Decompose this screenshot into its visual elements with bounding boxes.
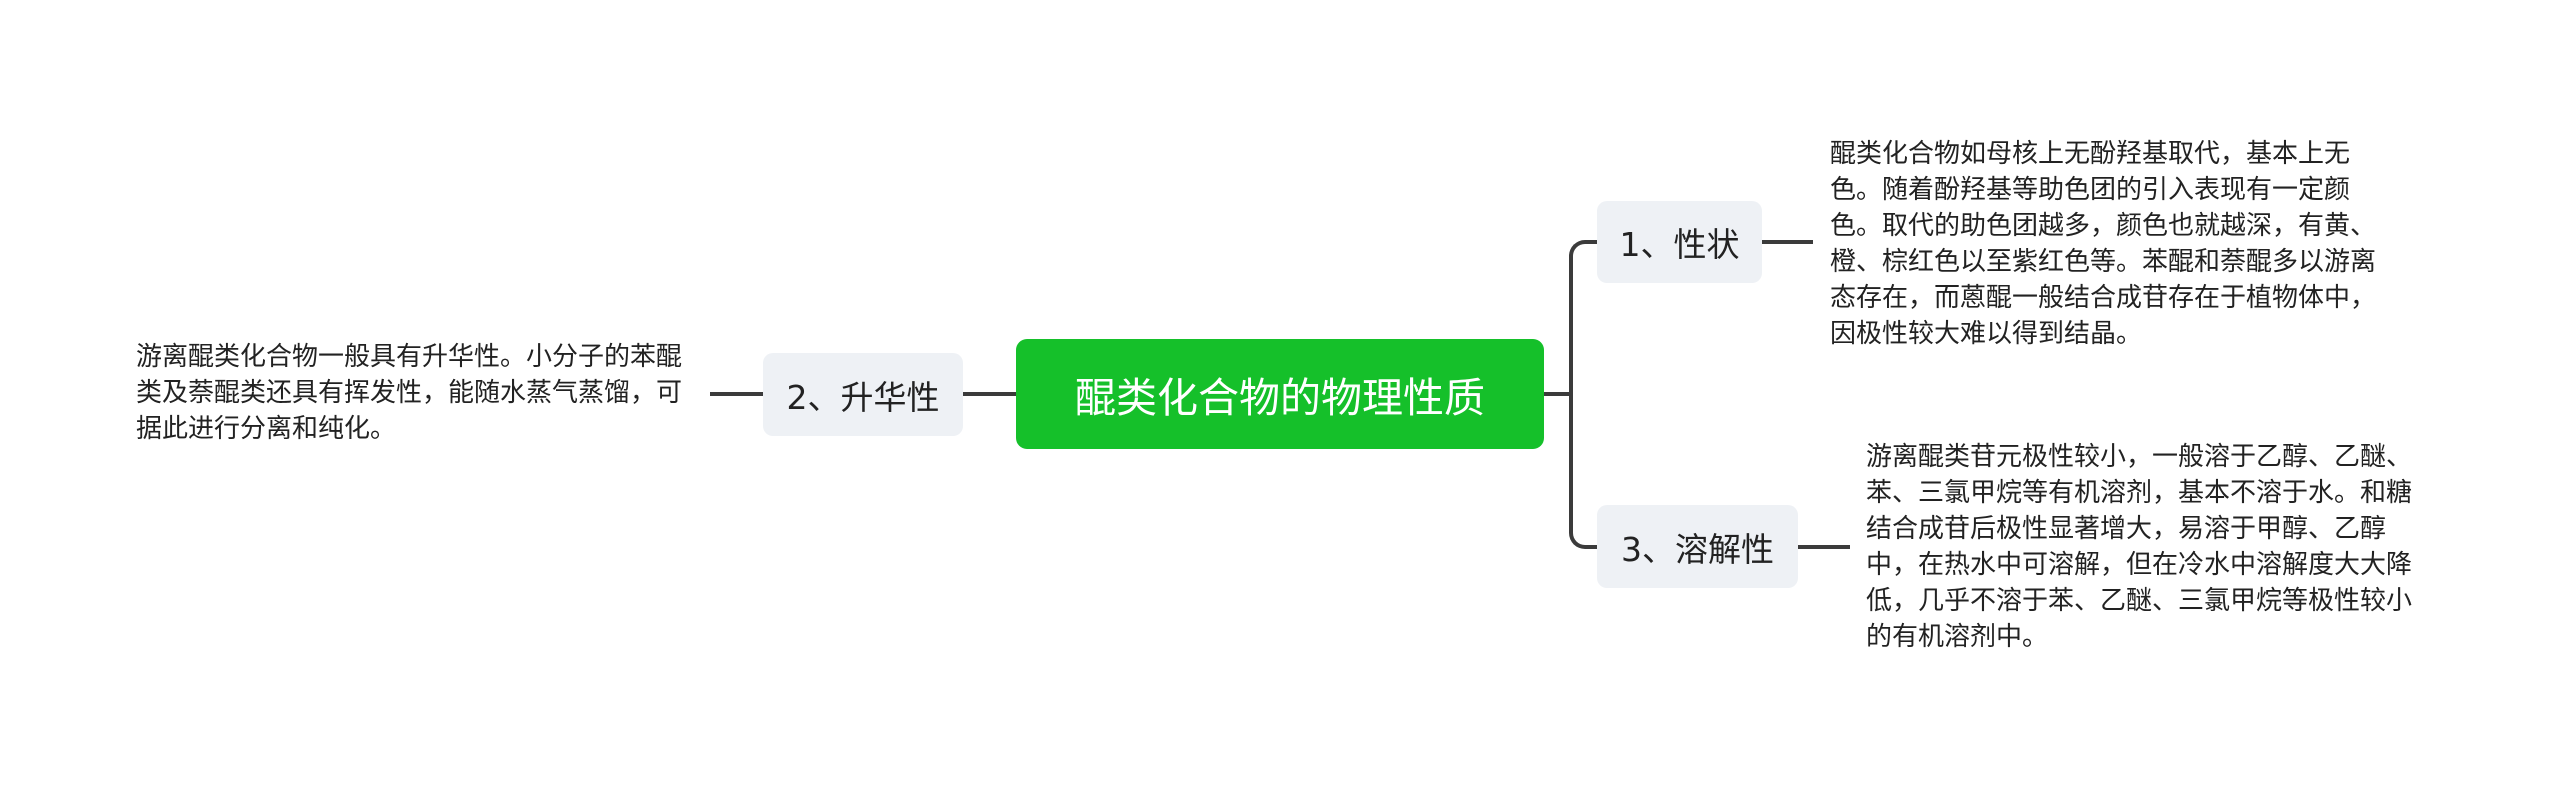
branch-topic-2-label: 2、升华性 — [786, 377, 940, 417]
connector-detail-1 — [1762, 240, 1813, 244]
connector-elbow-branch-3 — [1569, 394, 1597, 549]
branch-topic-1-label: 1、性状 — [1619, 225, 1740, 264]
connector-detail-3 — [1798, 545, 1850, 549]
branch-topic-2[interactable]: 2、升华性 — [763, 353, 963, 436]
branch-topic-3[interactable]: 3、溶解性 — [1597, 505, 1798, 588]
connector-detail-2 — [710, 392, 763, 396]
detail-text-1[interactable]: 醌类化合物如母核上无酚羟基取代，基本上无色。随着酚羟基等助色团的引入表现有一定颜… — [1830, 139, 2377, 349]
branch-topic-1[interactable]: 1、性状 — [1597, 201, 1762, 283]
connector-root-right — [1544, 392, 1573, 396]
root-topic[interactable]: 醌类化合物的物理性质 — [1016, 339, 1544, 449]
detail-text-3[interactable]: 游离醌类苷元极性较小，一般溶于乙醇、乙醚、苯、三氯甲烷等有机溶剂，基本不溶于水。… — [1866, 442, 2413, 652]
root-topic-label: 醌类化合物的物理性质 — [1075, 374, 1485, 422]
connector-elbow-branch-1 — [1569, 240, 1597, 396]
detail-text-2[interactable]: 游离醌类化合物一般具有升华性。小分子的苯醌类及萘醌类还具有挥发性，能随水蒸气蒸馏… — [136, 342, 683, 444]
branch-topic-3-label: 3、溶解性 — [1621, 529, 1774, 569]
connector-root-to-branch-2 — [963, 392, 1016, 396]
